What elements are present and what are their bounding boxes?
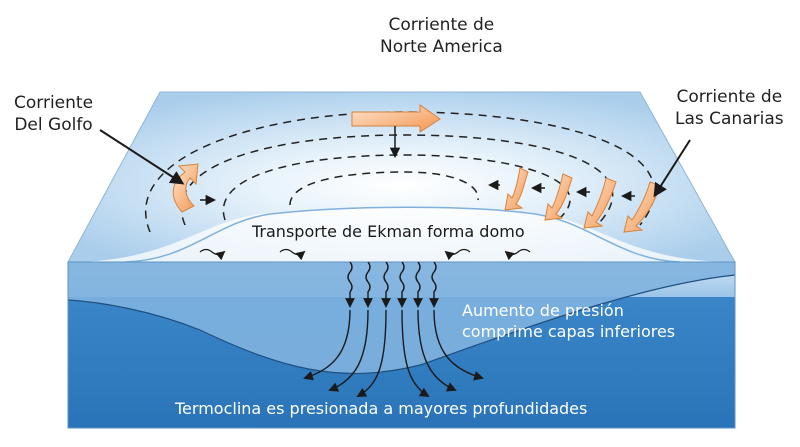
- north-america-current-arrow: [351, 104, 441, 133]
- thermocline-line: [67, 274, 736, 374]
- thermocline-label: Termoclina es presionada a mayores profu…: [175, 399, 588, 418]
- gyre-circulation: [144, 111, 655, 233]
- gulf-current-arrow: [172, 163, 199, 213]
- north-america-label-line1: Corriente de: [388, 15, 495, 35]
- gulf-label-line1: Corriente: [14, 93, 94, 113]
- downwelling-arrows: [345, 261, 439, 308]
- pressure-label-line2: comprime capas inferiores: [462, 322, 676, 341]
- ekman-label: Transporte de Ekman forma domo: [252, 222, 525, 241]
- north-america-label: Corriente de Norte America: [380, 14, 503, 58]
- ekman-wavy-arrows: [199, 248, 531, 261]
- north-america-label-line2: Norte America: [380, 37, 503, 57]
- canary-label: Corriente de Las Canarias: [675, 86, 784, 130]
- gulf-label-line2: Del Golfo: [14, 115, 93, 135]
- deep-spreading-arrows: [303, 309, 484, 398]
- pressure-label: Aumento de presión comprime capas inferi…: [462, 300, 675, 342]
- pressure-label-line1: Aumento de presión: [462, 301, 624, 320]
- canary-label-line2: Las Canarias: [675, 109, 784, 129]
- canary-label-line1: Corriente de: [676, 87, 783, 107]
- canary-current-arrows: [504, 167, 661, 233]
- gulf-label: Corriente Del Golfo: [14, 92, 93, 136]
- ekman-dome: [68, 207, 735, 262]
